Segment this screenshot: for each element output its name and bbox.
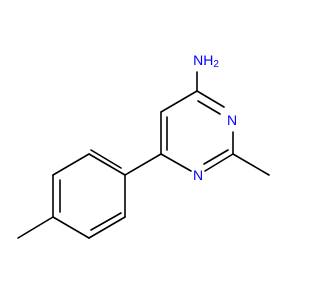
pyrimidine-ring — [124, 71, 270, 176]
bond-n3-c4 — [196, 90, 225, 108]
atom-nh2: NH2 — [193, 52, 219, 70]
bond-n1-c2-inner — [203, 149, 229, 165]
atom-labels: N N NH2 — [193, 52, 237, 183]
nh2-subscript: 2 — [213, 59, 219, 70]
tolyl-ring — [17, 149, 126, 239]
atom-n3: N — [227, 112, 237, 128]
bond-a2-a3 — [52, 153, 90, 176]
nh2-text: NH — [193, 52, 213, 68]
bond-n3-c4-inner — [197, 100, 221, 115]
bond-c6-aryl — [124, 153, 162, 176]
bond-c4-c5 — [160, 90, 198, 113]
bond-a5-a6 — [88, 216, 126, 239]
bond-a4-methyl — [17, 216, 54, 239]
molecule-structure: N N NH2 — [17, 52, 270, 239]
nh2-label: NH2 — [193, 52, 219, 70]
bond-a1-a2-inner — [90, 149, 122, 169]
bond-n1-c2 — [204, 153, 234, 172]
n1-label: N — [193, 167, 203, 183]
bond-a5-a6-inner — [90, 212, 122, 231]
bond-a4-a5 — [52, 216, 90, 239]
atom-n1: N — [193, 167, 203, 183]
n3-label: N — [227, 112, 237, 128]
bond-c6-n1 — [160, 153, 192, 172]
bond-c2-methyl — [232, 153, 270, 176]
bond-a1-a2 — [88, 153, 126, 176]
